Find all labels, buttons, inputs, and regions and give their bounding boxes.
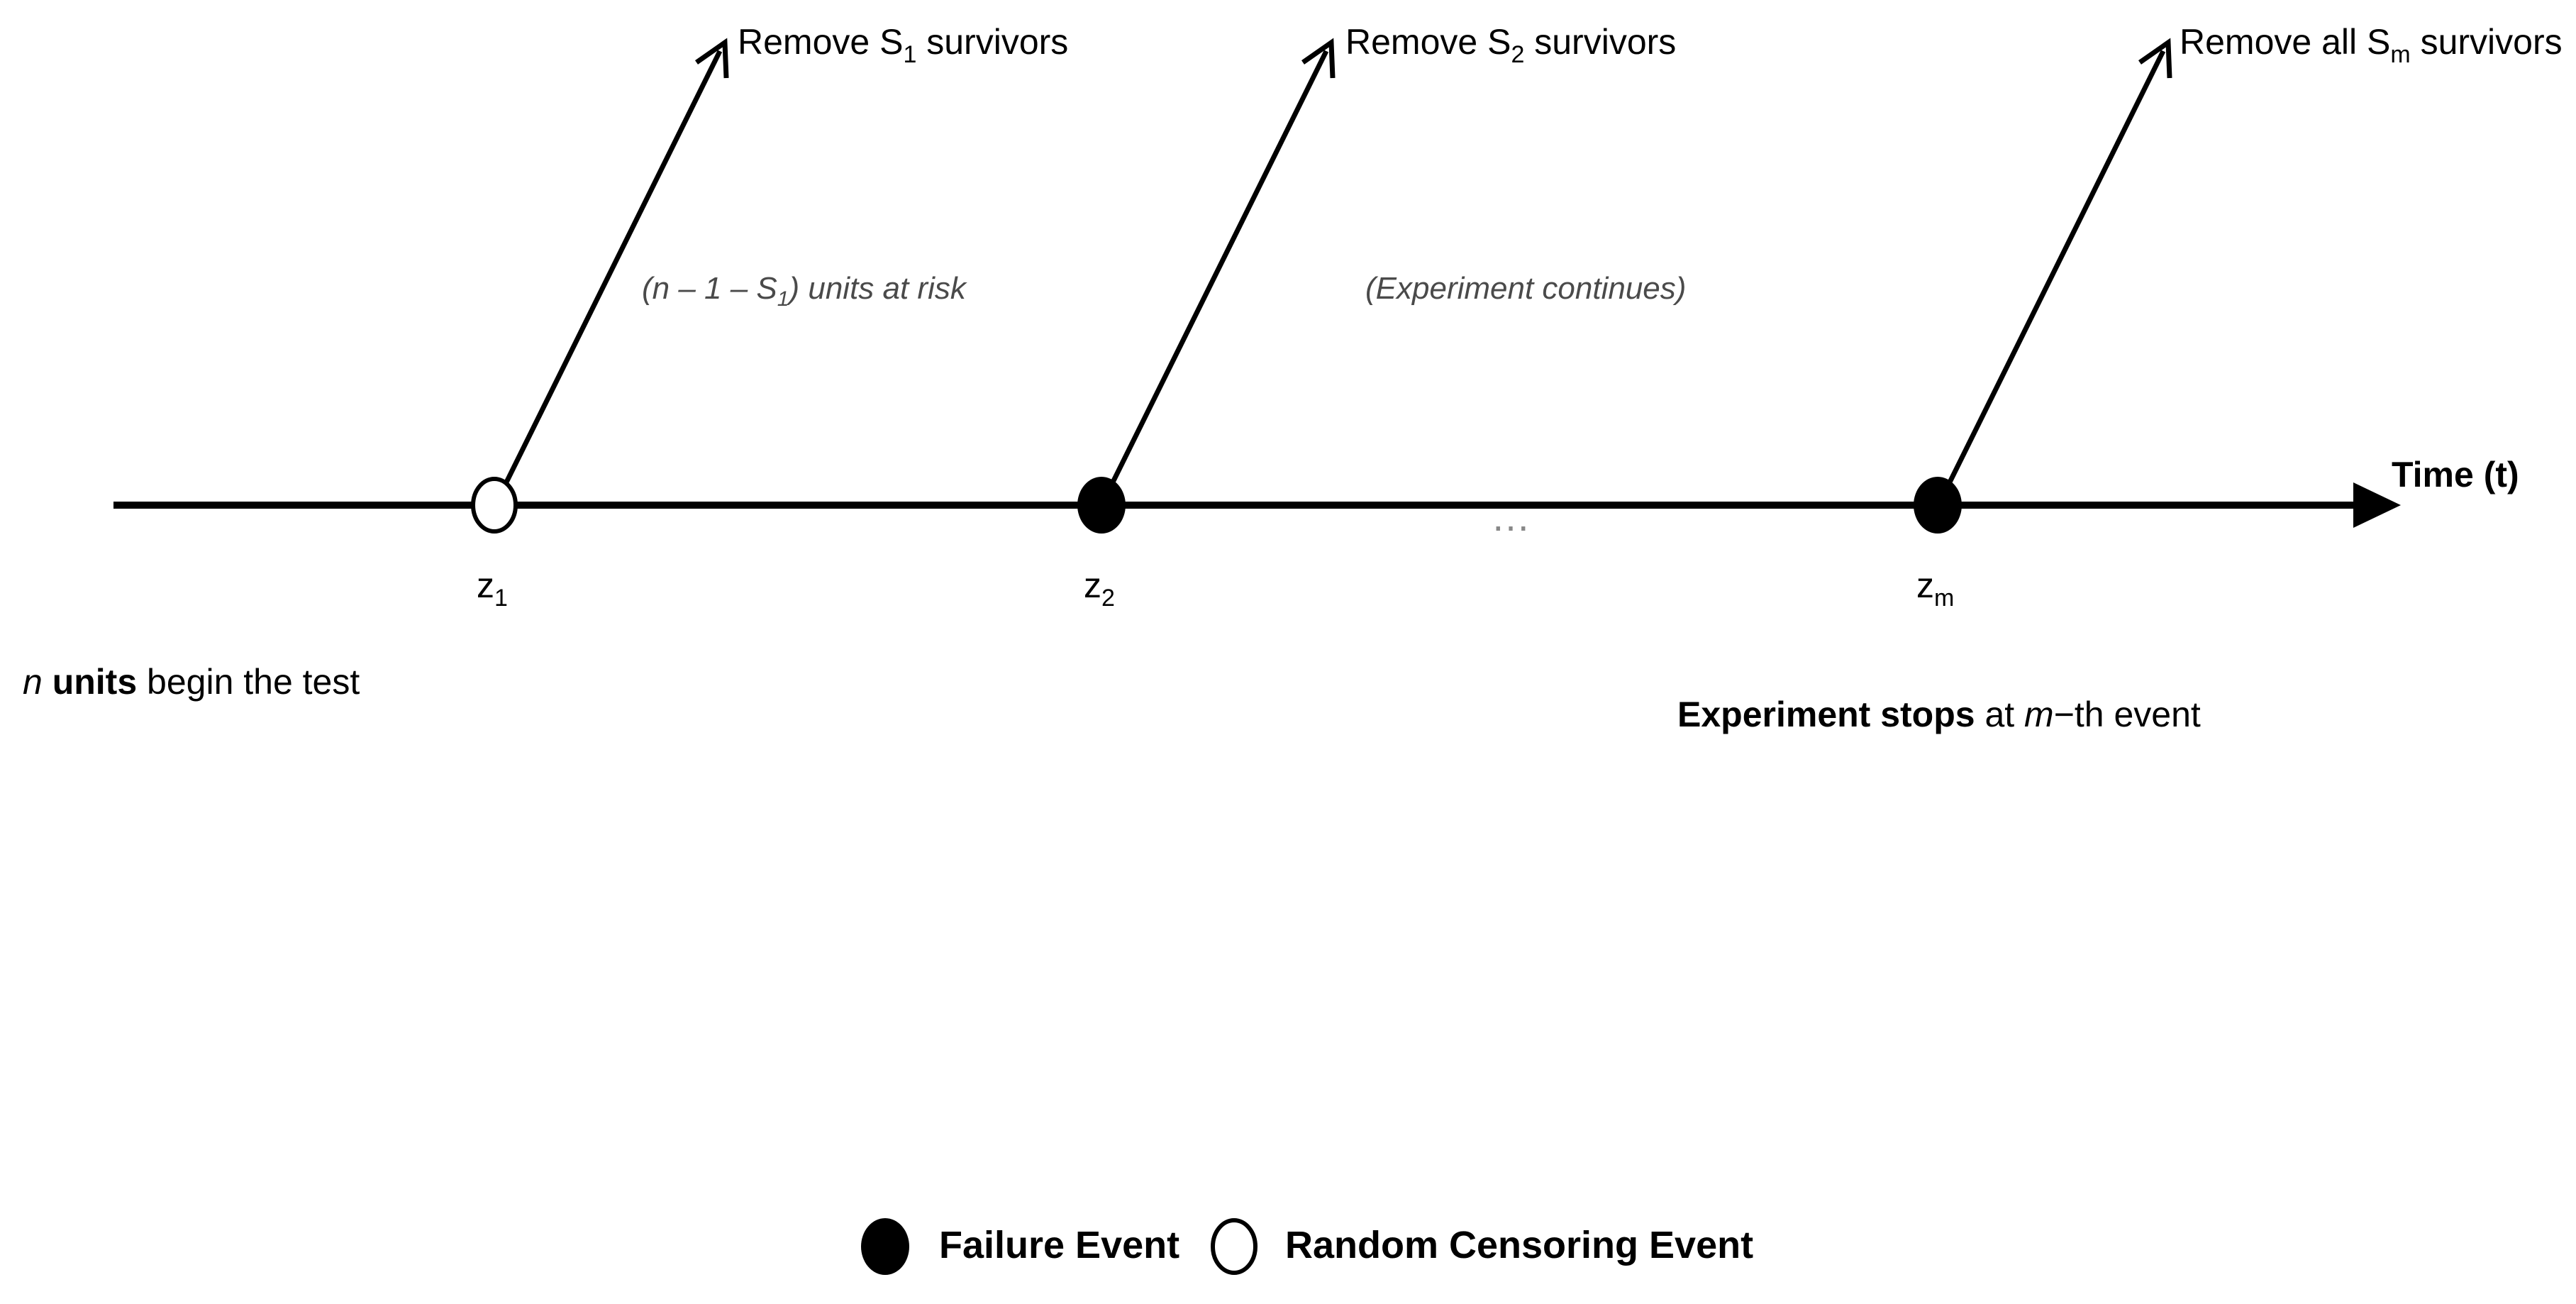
timeline-ellipsis: …	[1491, 494, 1531, 539]
event-label-z2: z2	[1084, 565, 1115, 612]
start-text: n units begin the test	[23, 662, 360, 702]
legend-failure-marker	[861, 1218, 909, 1275]
failure-event-marker	[1914, 477, 1962, 534]
removal-label-2: Remove S2 survivors	[1345, 22, 1677, 68]
legend-failure-label: Failure Event	[939, 1224, 1180, 1266]
removal-arrowhead-2	[1301, 38, 1336, 79]
legend-censoring-label: Random Censoring Event	[1285, 1224, 1754, 1266]
removal-label-3: Remove all Sm survivors	[2180, 22, 2563, 68]
stop-text: Experiment stops at m−th event	[1677, 695, 2201, 734]
time-axis-label: Time (t)	[2392, 455, 2519, 494]
removal-arrow-3	[1937, 50, 2166, 504]
failure-event-marker	[1077, 477, 1126, 534]
event-label-zm: zm	[1916, 565, 1955, 612]
units-at-risk-note: (n – 1 – S1) units at risk	[642, 271, 966, 311]
legend-censoring-marker	[1211, 1218, 1258, 1275]
removal-arrow-1	[494, 50, 723, 504]
event-label-z1: z1	[477, 565, 508, 612]
removal-arrowhead-1	[694, 38, 729, 79]
removal-arrowhead-3	[2138, 38, 2172, 79]
removal-label-1: Remove S1 survivors	[738, 22, 1069, 68]
censoring-event-marker	[471, 477, 518, 534]
experiment-continues-note: (Experiment continues)	[1365, 271, 1687, 306]
removal-arrow-2	[1100, 50, 1329, 504]
time-axis-arrowhead	[2353, 482, 2401, 528]
